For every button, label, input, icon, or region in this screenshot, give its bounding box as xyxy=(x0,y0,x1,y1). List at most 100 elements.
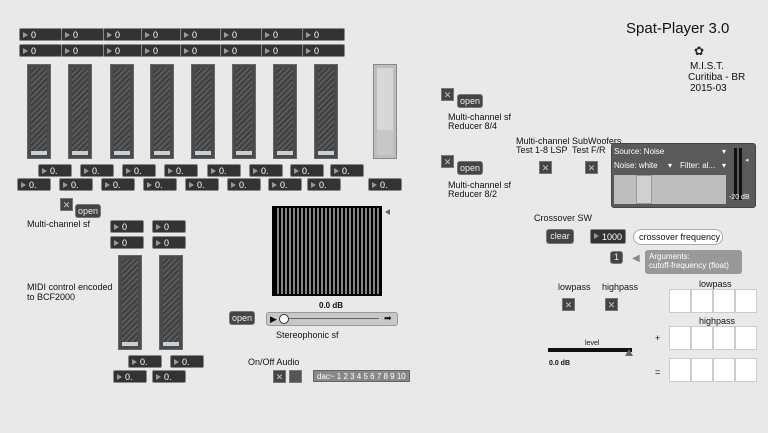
channel-slider-7[interactable] xyxy=(273,64,297,159)
midi-numbox-4[interactable]: 0 xyxy=(152,236,186,249)
filter-band[interactable] xyxy=(636,175,652,204)
numbox-row-a-1[interactable]: 0. xyxy=(38,164,72,177)
numbox-top-8[interactable]: 0 xyxy=(302,28,345,41)
numbox-top2-6[interactable]: 0 xyxy=(220,44,263,57)
level-slider-knob-icon[interactable] xyxy=(625,349,633,356)
numbox-row-b-6[interactable]: 0. xyxy=(227,178,261,191)
subwoofers-toggle[interactable] xyxy=(585,161,598,174)
sum-cell-2[interactable] xyxy=(691,358,713,382)
numbox-top2-1[interactable]: 0 xyxy=(19,44,62,57)
numbox-row-a-6[interactable]: 0. xyxy=(249,164,283,177)
level-slider[interactable] xyxy=(548,348,632,352)
numbox-top-4[interactable]: 0 xyxy=(141,28,184,41)
reducer82-open-button[interactable]: open xyxy=(457,161,483,175)
filter-menu[interactable]: Filter: al... ▾ xyxy=(680,161,726,173)
numbox-row-b-7[interactable]: 0. xyxy=(268,178,302,191)
numbox-top2-5[interactable]: 0 xyxy=(180,44,223,57)
midi-bottom-1[interactable]: 0. xyxy=(128,355,162,368)
numbox-row-a-7[interactable]: 0. xyxy=(290,164,324,177)
numbox-row-a-3[interactable]: 0. xyxy=(122,164,156,177)
reducer84-toggle[interactable] xyxy=(441,88,454,101)
numbox-row-a-4[interactable]: 0. xyxy=(164,164,198,177)
numbox-top2-3[interactable]: 0 xyxy=(103,44,146,57)
numbox-row-a-8[interactable]: 0. xyxy=(330,164,364,177)
sum-cell-3[interactable] xyxy=(713,358,735,382)
channel-slider-6[interactable] xyxy=(232,64,256,159)
numbox-top-5[interactable]: 0 xyxy=(180,28,223,41)
numbox-top-3[interactable]: 0 xyxy=(103,28,146,41)
audio-button[interactable] xyxy=(289,370,302,383)
arrow-left-icon: ◀ xyxy=(632,253,640,264)
channel-slider-2[interactable] xyxy=(68,64,92,159)
numbox-top2-7[interactable]: 0 xyxy=(261,44,304,57)
sum-cell-1[interactable] xyxy=(669,358,691,382)
channel-slider-4[interactable] xyxy=(150,64,174,159)
highpass-toggle[interactable] xyxy=(605,298,618,311)
chevron-down-icon: ▾ xyxy=(667,161,672,170)
numbox-row-b-4[interactable]: 0. xyxy=(143,178,177,191)
numbox-top2-2[interactable]: 0 xyxy=(61,44,104,57)
scrub-knob-icon[interactable] xyxy=(279,314,289,324)
source-menu[interactable]: Source: Noise ▾ xyxy=(614,147,726,159)
highpass-cell-3[interactable] xyxy=(713,326,735,350)
filter-menu-label: Filter: al... xyxy=(680,161,716,170)
credit-line-3: 2015-03 xyxy=(690,83,727,94)
midi-slider-2[interactable] xyxy=(159,255,183,350)
channel-slider-5[interactable] xyxy=(191,64,215,159)
crossover-freq-pill[interactable]: crossover frequency xyxy=(633,229,723,245)
noise-type-menu[interactable]: Noise: white ▾ xyxy=(614,161,672,173)
crossover-freq-numbox[interactable]: 1000 xyxy=(590,229,626,244)
numbox-row-b-5[interactable]: 0. xyxy=(185,178,219,191)
numbox-row-b-3[interactable]: 0. xyxy=(101,178,135,191)
midi-numbox-3[interactable]: 0 xyxy=(110,236,144,249)
audio-toggle[interactable] xyxy=(273,370,286,383)
numbox-row-b-9[interactable]: 0. xyxy=(368,178,402,191)
midi-bottom-3[interactable]: 0. xyxy=(113,370,147,383)
lowpass-cell-3[interactable] xyxy=(713,289,735,313)
midi-bottom-2[interactable]: 0. xyxy=(170,355,204,368)
test-lsp-toggle[interactable] xyxy=(539,161,552,174)
play-icon[interactable]: ▶ xyxy=(270,314,277,324)
numbox-row-b-2[interactable]: 0. xyxy=(59,178,93,191)
reducer84-open-button[interactable]: open xyxy=(457,94,483,108)
stereo-open-button[interactable]: open xyxy=(229,311,255,325)
numbox-row-b-1[interactable]: 0. xyxy=(17,178,51,191)
numbox-top-2[interactable]: 0 xyxy=(61,28,104,41)
filter-graph[interactable] xyxy=(614,175,726,204)
channel-slider-3[interactable] xyxy=(110,64,134,159)
lowpass-cell-4[interactable] xyxy=(735,289,757,313)
numbox-row-a-5[interactable]: 0. xyxy=(207,164,241,177)
multichannel-toggle[interactable] xyxy=(60,198,73,211)
crossover-clear-button[interactable]: clear xyxy=(546,229,574,244)
lowpass-toggle[interactable] xyxy=(562,298,575,311)
crossover-one-button[interactable]: 1 xyxy=(610,251,623,264)
multichannel-open-button[interactable]: open xyxy=(75,204,101,218)
highpass-cell-2[interactable] xyxy=(691,326,713,350)
channel-slider-1[interactable] xyxy=(27,64,51,159)
numbox-top2-4[interactable]: 0 xyxy=(141,44,184,57)
channel-slider-8[interactable] xyxy=(314,64,338,159)
highpass-cell-1[interactable] xyxy=(669,326,691,350)
lowpass-cell-2[interactable] xyxy=(691,289,713,313)
lowpass-cell-1[interactable] xyxy=(669,289,691,313)
crossover-args-line-1: Arguments: xyxy=(649,252,690,261)
forward-icon[interactable]: ➡ xyxy=(384,313,392,323)
numbox-top-6[interactable]: 0 xyxy=(220,28,263,41)
highpass-cell-4[interactable] xyxy=(735,326,757,350)
midi-numbox-1[interactable]: 0 xyxy=(110,220,144,233)
dac-object[interactable]: dac~ 1 2 3 4 5 6 7 8 9 10 xyxy=(313,370,410,382)
numbox-top-7[interactable]: 0 xyxy=(261,28,304,41)
midi-numbox-2[interactable]: 0 xyxy=(152,220,186,233)
numbox-row-b-8[interactable]: 0. xyxy=(307,178,341,191)
midi-slider-1[interactable] xyxy=(118,255,142,350)
numbox-row-a-2[interactable]: 0. xyxy=(80,164,114,177)
reducer82-toggle[interactable] xyxy=(441,155,454,168)
numbox-top2-8[interactable]: 0 xyxy=(302,44,345,57)
sum-cell-4[interactable] xyxy=(735,358,757,382)
filter-plus-label: + xyxy=(655,333,661,343)
stereo-transport[interactable]: ▶ ➡ xyxy=(266,312,398,326)
master-slider[interactable] xyxy=(373,64,397,159)
numbox-top-1[interactable]: 0 xyxy=(19,28,62,41)
midi-bottom-4[interactable]: 0. xyxy=(152,370,186,383)
lowpass-label: lowpass xyxy=(558,282,591,292)
